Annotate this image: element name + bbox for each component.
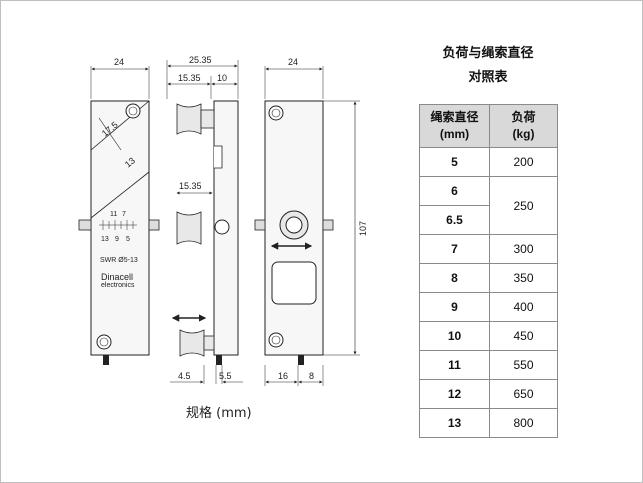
load-cell: 400 (489, 292, 558, 322)
diameter-cell: 6 (419, 176, 490, 206)
table-header-row: 绳索直径 (mm) 负荷 (kg) (419, 104, 558, 148)
back-width-dim: 24 (288, 57, 298, 67)
diameter-cell: 9 (419, 292, 490, 322)
rope-scale (99, 220, 137, 230)
back-height-dim: 107 (358, 221, 368, 236)
table-title-line2: 对照表 (468, 70, 508, 85)
side-part1-dim: 15.35 (178, 73, 201, 83)
side-bottom-dim-1: 4.5 (178, 371, 191, 381)
table-row: 12 650 (419, 379, 558, 409)
side-part2-dim: 10 (217, 73, 227, 83)
scale-bottom-label: 13 (101, 236, 109, 243)
diameter-cell: 10 (419, 321, 490, 351)
table-row: 9 400 (419, 292, 558, 322)
diameter-cell: 13 (419, 408, 490, 438)
side-bottom-dim-2: 5.5 (219, 371, 232, 381)
diameter-header-label: 绳索直径 (430, 110, 479, 124)
load-cell: 300 (489, 234, 558, 264)
upper-roller (176, 103, 215, 135)
scale-bottom-label: 9 (115, 236, 119, 243)
front-angle-dim-2: 13 (123, 155, 137, 169)
diameter-cell: 11 (419, 350, 490, 380)
diameter-header: 绳索直径 (mm) (419, 104, 490, 148)
drawing-caption: 规格 (mm) (186, 406, 252, 421)
load-cell: 800 (489, 408, 558, 438)
diameter-cell: 8 (419, 263, 490, 293)
side-mid-dim: 15.35 (179, 181, 202, 191)
back-bottom-dim-1: 16 (278, 371, 288, 381)
scale-top-label: 11 (110, 211, 117, 218)
load-cell: 450 (489, 321, 558, 351)
table-row: 8 350 (419, 263, 558, 293)
scale-top-label: 7 (122, 211, 126, 218)
back-view: 24 107 16 8 (254, 57, 368, 386)
table-row: 11 550 (419, 350, 558, 380)
lower-roller (179, 329, 222, 365)
diameter-cell: 6.5 (419, 205, 490, 235)
table-row: 10 450 (419, 321, 558, 351)
side-total-dim: 25.35 (189, 55, 212, 65)
load-header-unit: (kg) (512, 127, 535, 141)
front-view: 11 7 13 9 5 SWR Ø5-13 Dinacell electroni… (78, 57, 160, 365)
side-view: 25.35 15.35 10 15.35 4.5 5.5 (166, 55, 243, 384)
load-cell: 200 (489, 147, 558, 177)
load-cell: 550 (489, 350, 558, 380)
brand-label: Dinacell (101, 272, 133, 282)
load-diameter-table: 绳索直径 (mm) 负荷 (kg) 5 200 6 250 6.5 7 300 … (419, 104, 558, 438)
diameter-cell: 5 (419, 147, 490, 177)
table-title-line1: 负荷与绳索直径 (442, 46, 534, 61)
load-cell: 650 (489, 379, 558, 409)
front-width-dim: 24 (114, 57, 124, 67)
brand-sub-label: electronics (101, 282, 135, 289)
load-cell: 350 (489, 263, 558, 293)
table-row: 5 200 (419, 147, 558, 177)
middle-roller (176, 211, 230, 245)
table-row: 7 300 (419, 234, 558, 264)
load-header-label: 负荷 (511, 110, 536, 124)
back-bottom-dim-2: 8 (309, 371, 314, 381)
diameter-cell: 7 (419, 234, 490, 264)
diameter-cell: 12 (419, 379, 490, 409)
load-header: 负荷 (kg) (489, 104, 558, 148)
load-cell: 250 (489, 176, 558, 235)
diameter-header-unit: (mm) (439, 127, 470, 141)
scale-bottom-label: 5 (126, 236, 130, 243)
model-label: SWR Ø5-13 (100, 257, 138, 264)
table-row: 13 800 (419, 408, 558, 438)
table-row: 6.5 (419, 205, 558, 235)
table-row: 6 250 (419, 176, 558, 235)
